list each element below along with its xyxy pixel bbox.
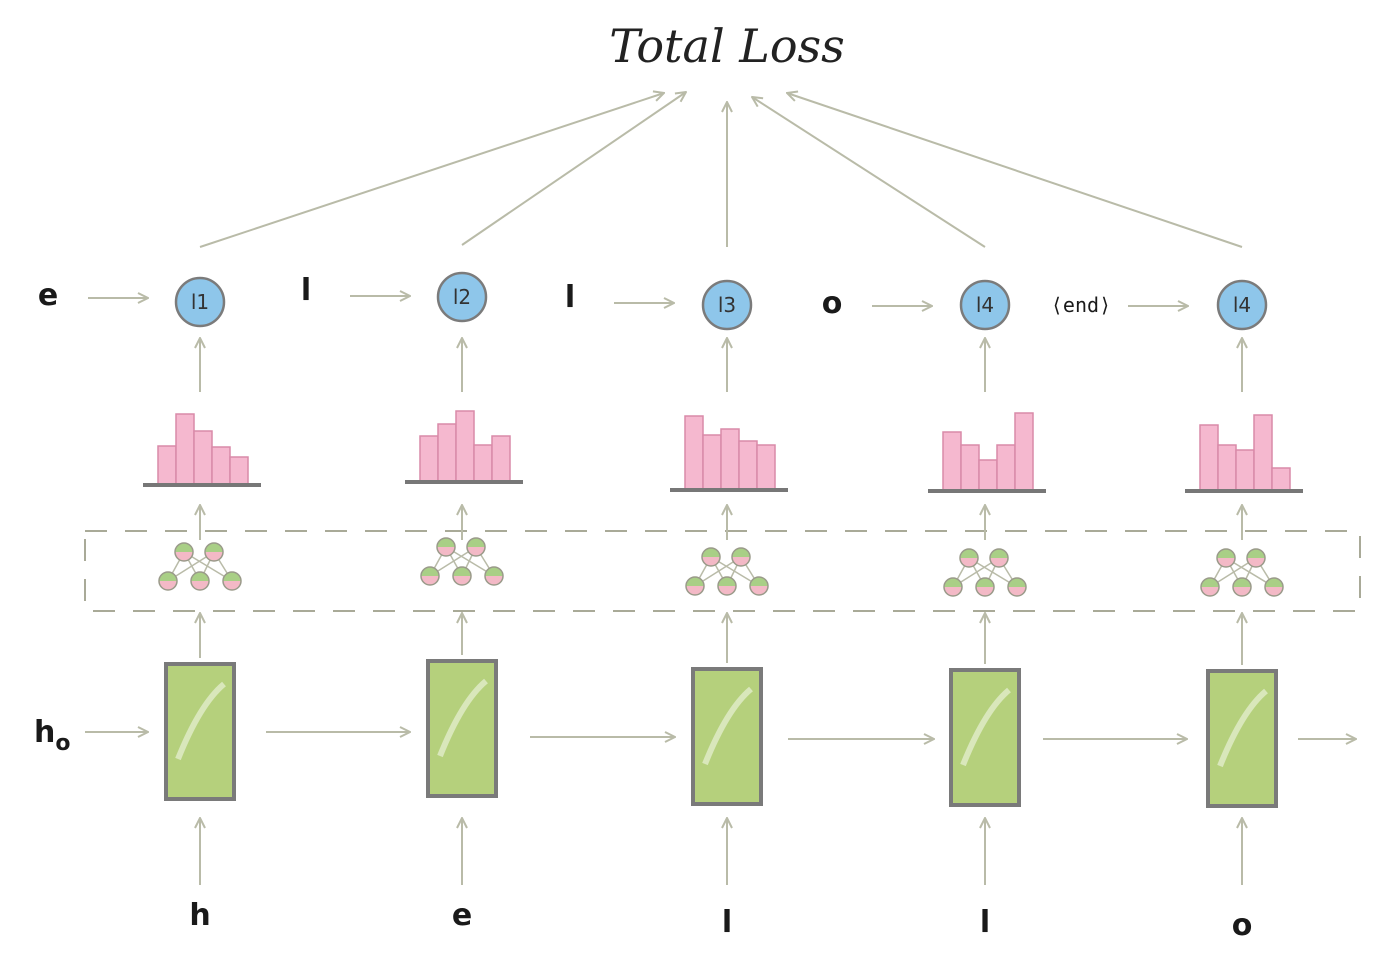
- rnn-cell-sheen: [960, 687, 1011, 767]
- network-node: [190, 571, 210, 591]
- rnn-cell-sheen: [1217, 688, 1268, 768]
- distribution-bar: [702, 434, 722, 490]
- rnn-cell-sheen: [437, 678, 488, 758]
- loss-to-total-arrow: [752, 97, 986, 248]
- network-node: [174, 542, 194, 562]
- distribution-bar: [1199, 424, 1219, 491]
- network-node: [685, 576, 705, 596]
- distribution-bar: [193, 430, 213, 485]
- distribution-bar: [1271, 467, 1291, 491]
- network-node: [717, 576, 737, 596]
- network-node: [484, 566, 504, 586]
- input-token: l: [722, 905, 732, 940]
- network-node: [452, 566, 472, 586]
- network-node: [1007, 577, 1027, 597]
- network-node: [204, 542, 224, 562]
- loss-node-label: l3: [718, 293, 736, 317]
- distribution-bar: [175, 413, 195, 485]
- network-node: [466, 537, 486, 557]
- loss-node-label: l2: [453, 285, 471, 309]
- initial-state-label: ho: [34, 715, 70, 756]
- distribution-bar: [942, 431, 962, 491]
- input-token: h: [189, 898, 210, 933]
- distribution-bar: [684, 415, 704, 490]
- distribution-bar: [491, 435, 511, 482]
- diagram-title: Total Loss: [609, 19, 845, 73]
- network-node: [1216, 548, 1236, 568]
- rnn-cell-sheen: [175, 681, 226, 761]
- network-node: [420, 566, 440, 586]
- loss-node: [701, 279, 753, 331]
- network-node: [749, 576, 769, 596]
- distribution-bar: [455, 410, 475, 482]
- distribution-bar: [211, 446, 231, 485]
- distribution-bar: [229, 456, 249, 485]
- network-node: [943, 577, 963, 597]
- distribution-bar: [1253, 414, 1273, 491]
- distribution-bar: [1235, 449, 1255, 491]
- distribution-bar: [1014, 412, 1034, 491]
- loss-to-total-arrow: [199, 93, 664, 248]
- initial-state-letter: h: [34, 715, 55, 750]
- network-node: [436, 537, 456, 557]
- input-token: l: [980, 905, 990, 940]
- target-token: e: [38, 278, 58, 313]
- network-node: [1232, 577, 1252, 597]
- network-node: [701, 547, 721, 567]
- distribution-bar: [996, 444, 1016, 491]
- loss-to-total-arrow: [787, 93, 1243, 248]
- loss-node: [1216, 279, 1268, 331]
- input-token: e: [452, 898, 472, 933]
- loss-node: [436, 271, 488, 323]
- distribution-bar: [720, 428, 740, 490]
- network-node: [975, 577, 995, 597]
- loss-node-label: l1: [191, 290, 209, 314]
- input-token: o: [1232, 908, 1253, 943]
- target-token: l: [565, 280, 575, 315]
- distribution-bar: [473, 444, 493, 482]
- loss-to-total-arrow: [461, 92, 686, 246]
- target-token: ⟨end⟩: [1051, 293, 1111, 317]
- target-token: o: [822, 286, 843, 321]
- distribution-bar: [756, 444, 776, 490]
- initial-state-subscript: o: [55, 731, 70, 756]
- network-node: [222, 571, 242, 591]
- network-node: [1200, 577, 1220, 597]
- target-token: l: [301, 273, 311, 308]
- distribution-bar: [419, 435, 439, 482]
- loss-node: [959, 279, 1011, 331]
- network-node: [959, 548, 979, 568]
- distribution-bar: [960, 444, 980, 491]
- distribution-bar: [978, 459, 998, 491]
- network-node: [731, 547, 751, 567]
- distribution-bar: [1217, 444, 1237, 491]
- loss-node: [174, 276, 226, 328]
- distribution-bar: [157, 445, 177, 485]
- loss-node-label: l4: [976, 293, 994, 317]
- rnn-cell: [426, 659, 498, 798]
- network-node: [989, 548, 1009, 568]
- network-node: [158, 571, 178, 591]
- distribution-bar: [437, 423, 457, 482]
- output-layer-group-box: [84, 530, 1361, 612]
- network-node: [1264, 577, 1284, 597]
- rnn-cell-sheen: [702, 686, 753, 766]
- distribution-bar: [738, 440, 758, 490]
- network-node: [1246, 548, 1266, 568]
- loss-node-label: l4: [1233, 293, 1251, 317]
